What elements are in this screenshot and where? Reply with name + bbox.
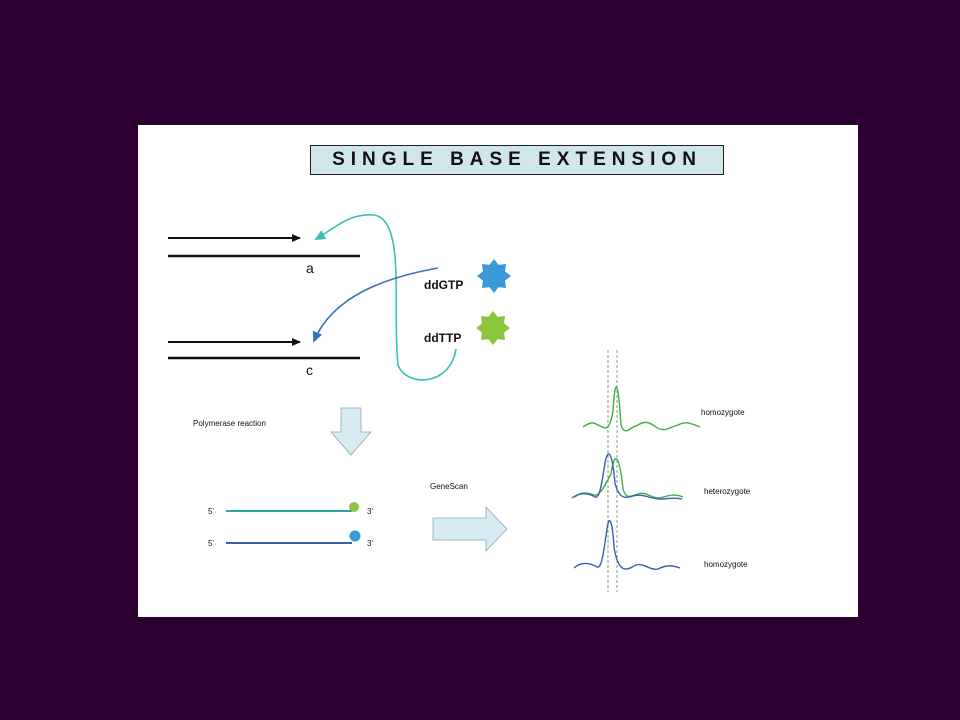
product-2-five-prime: 5' (208, 539, 214, 548)
product-2-three-prime: 3' (367, 539, 373, 548)
ddttp-incorporation-arrow (314, 214, 457, 381)
ddttp-label: ddTTP (424, 331, 461, 345)
diagram-title: SINGLE BASE EXTENSION (332, 149, 702, 170)
ddttp-star-icon (476, 311, 510, 345)
product-1-ddttp-dot (349, 502, 359, 512)
strand-a: a (168, 234, 360, 276)
ddgtp-group: ddGTP (424, 259, 511, 293)
green-trace-1 (582, 386, 701, 432)
trace-label-3: homozygote (704, 560, 748, 569)
strand-label-c: c (306, 362, 313, 378)
diagram-panel: SINGLE BASE EXTENSION a (138, 125, 858, 617)
ddgtp-label: ddGTP (424, 278, 463, 292)
strand-label-a: a (306, 260, 314, 276)
strand-c: c (168, 338, 360, 378)
ddgtp-incorporation-arrow (312, 267, 439, 343)
trace-label-1: homozygote (701, 408, 745, 417)
diagram-canvas: a c ddGTP ddTTP Polymerase reaction (168, 214, 751, 592)
trace-homozygote-blue: homozygote (573, 519, 748, 570)
trace-homozygote-green: homozygote (582, 386, 745, 432)
ddgtp-star-icon (477, 259, 511, 293)
analysis-label: GeneScan (430, 482, 468, 491)
product-2-ddgtp-dot (349, 530, 361, 542)
title-box: SINGLE BASE EXTENSION (310, 145, 724, 175)
product-ddttp: 5' 3' (208, 502, 373, 516)
green-trace-2 (574, 457, 684, 499)
trace-label-2: heterozygote (704, 487, 751, 496)
down-arrow-icon (330, 407, 372, 456)
blue-trace-2 (571, 453, 683, 500)
step-label: Polymerase reaction (193, 419, 266, 428)
right-arrow-icon (432, 506, 508, 552)
ddttp-group: ddTTP (424, 311, 510, 345)
trace-heterozygote: heterozygote (571, 453, 751, 500)
product-1-five-prime: 5' (208, 507, 214, 516)
product-ddgtp: 5' 3' (208, 530, 373, 548)
product-1-three-prime: 3' (367, 507, 373, 516)
blue-trace-3 (573, 519, 681, 570)
